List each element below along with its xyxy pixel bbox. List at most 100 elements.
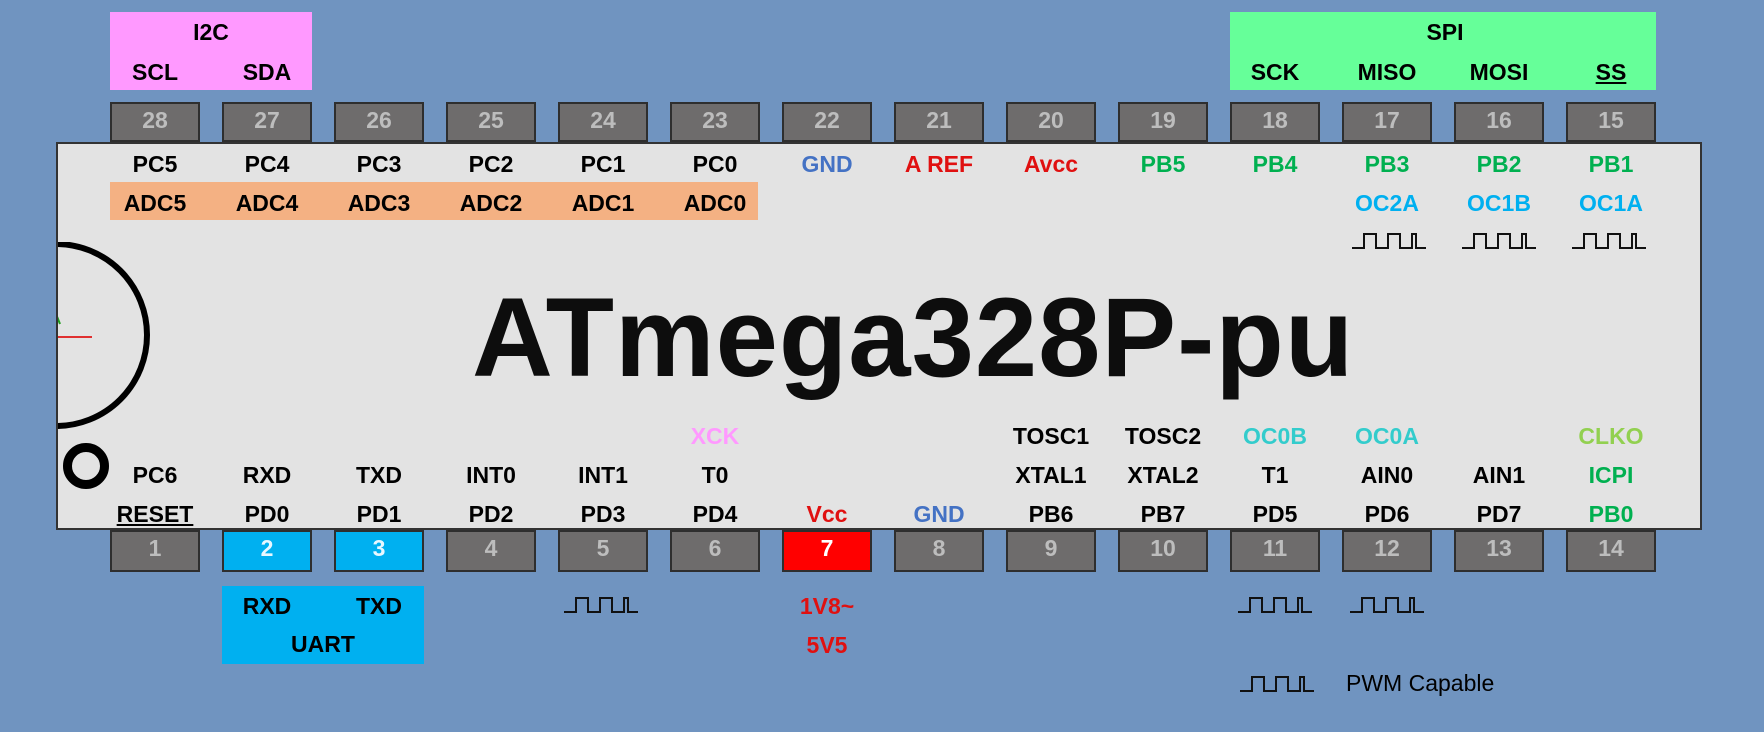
bottom-alt1-label: XTAL2 [1127, 462, 1199, 488]
pwm-icon [1238, 597, 1312, 613]
top-port-label: PC0 [692, 151, 738, 177]
bottom-port-label: PD1 [356, 501, 402, 527]
top-pin-28: 28 [110, 102, 200, 142]
chip-body: ATmega328P-pu [56, 142, 1702, 530]
bottom-alt1-label: AIN0 [1360, 462, 1414, 488]
bottom-alt2-label: CLKO [1578, 423, 1644, 449]
bottom-pin-12: 12 [1342, 530, 1432, 572]
spi-miso-label: MISO [1357, 59, 1417, 85]
top-pin-18: 18 [1230, 102, 1320, 142]
top-port-label: PB2 [1476, 151, 1522, 177]
adc-band [110, 182, 758, 220]
spi-sck-label: SCK [1250, 59, 1300, 85]
bottom-alt1-label: ICPI [1588, 462, 1634, 488]
bottom-pin-5: 5 [558, 530, 648, 572]
bottom-pin-1: 1 [110, 530, 200, 572]
pwm-icon [1572, 233, 1646, 249]
top-pin-15: 15 [1566, 102, 1656, 142]
i2c-sda-label: SDA [242, 59, 292, 85]
oc-label: OC1B [1467, 190, 1531, 216]
bottom-port-label: PD0 [244, 501, 290, 527]
chip-title: ATmega328P-pu [472, 275, 1355, 400]
bottom-alt1-label: INT0 [466, 462, 516, 488]
pwm-icon [1350, 597, 1424, 613]
uart-txd-label: TXD [356, 593, 402, 619]
pwm-icon [1462, 233, 1536, 249]
bottom-pin-13: 13 [1454, 530, 1544, 572]
adc-label: ADC2 [459, 190, 523, 216]
pwm-legend-label: PWM Capable [1346, 670, 1495, 696]
bottom-pin-10: 10 [1118, 530, 1208, 572]
top-port-label: PB1 [1588, 151, 1634, 177]
bottom-pin-3: 3 [334, 530, 424, 572]
spi-ss-label: SS [1595, 59, 1627, 85]
uart-title: UART [291, 631, 355, 657]
bottom-alt1-label: TXD [356, 462, 402, 488]
bottom-port-label: PD2 [468, 501, 514, 527]
top-pin-26: 26 [334, 102, 424, 142]
bottom-port-label: PD6 [1364, 501, 1410, 527]
bottom-pin-14: 14 [1566, 530, 1656, 572]
i2c-title: I2C [193, 19, 229, 45]
vcc-max-voltage: 5V5 [806, 632, 848, 658]
bottom-alt2-label: TOSC1 [1012, 423, 1090, 449]
adc-label: ADC5 [123, 190, 187, 216]
bottom-port-label: PB0 [1588, 501, 1634, 527]
bottom-port-label: GND [913, 501, 965, 527]
bottom-pin-11: 11 [1230, 530, 1320, 572]
uart-rxd-label: RXD [242, 593, 292, 619]
uart-group [222, 586, 424, 664]
top-port-label: PC4 [244, 151, 290, 177]
spi-title: SPI [1426, 19, 1464, 45]
top-port-label: A REF [904, 151, 974, 177]
bottom-alt1-label: XTAL1 [1015, 462, 1087, 488]
top-pin-23: 23 [670, 102, 760, 142]
pwm-legend-icon [1240, 676, 1314, 692]
top-port-label: PB3 [1364, 151, 1410, 177]
adc-label: ADC1 [571, 190, 635, 216]
bottom-alt1-label: PC6 [132, 462, 178, 488]
bottom-port-label: PB7 [1140, 501, 1186, 527]
bottom-pin-8: 8 [894, 530, 984, 572]
bottom-alt2-label: OC0B [1243, 423, 1307, 449]
top-port-label: PC3 [356, 151, 402, 177]
bottom-alt2-label: XCK [690, 423, 740, 449]
top-port-label: PB4 [1252, 151, 1298, 177]
bottom-pin-2: 2 [222, 530, 312, 572]
bottom-port-label: PD4 [692, 501, 738, 527]
bottom-pin-9: 9 [1006, 530, 1096, 572]
pwm-icon [1352, 233, 1426, 249]
oc-label: OC1A [1579, 190, 1643, 216]
i2c-scl-label: SCL [132, 59, 178, 85]
top-pin-21: 21 [894, 102, 984, 142]
bottom-port-label: Vcc [806, 501, 848, 527]
bottom-alt1-label: T0 [701, 462, 729, 488]
bottom-pin-4: 4 [446, 530, 536, 572]
bottom-alt1-label: T1 [1261, 462, 1289, 488]
bottom-port-label: PD7 [1476, 501, 1522, 527]
top-port-label: PC2 [468, 151, 514, 177]
bottom-port-label: PD5 [1252, 501, 1298, 527]
top-pin-27: 27 [222, 102, 312, 142]
adc-label: ADC4 [235, 190, 299, 216]
adc-label: ADC3 [347, 190, 411, 216]
top-port-label: PB5 [1140, 151, 1186, 177]
top-port-label: GND [801, 151, 853, 177]
top-port-label: Avcc [1023, 151, 1079, 177]
top-port-label: PC5 [132, 151, 178, 177]
top-pin-16: 16 [1454, 102, 1544, 142]
pin1-notch [58, 242, 150, 429]
pin1-dot [63, 443, 109, 489]
adc-label: ADC0 [683, 190, 747, 216]
top-pin-25: 25 [446, 102, 536, 142]
top-pin-20: 20 [1006, 102, 1096, 142]
bottom-pin-7: 7 [782, 530, 872, 572]
oc-label: OC2A [1355, 190, 1419, 216]
bottom-alt2-label: TOSC2 [1124, 423, 1202, 449]
pwm-icon [564, 597, 638, 613]
bottom-pin-6: 6 [670, 530, 760, 572]
top-pin-24: 24 [558, 102, 648, 142]
bottom-alt1-label: INT1 [578, 462, 628, 488]
bottom-alt2-label: OC0A [1355, 423, 1419, 449]
bottom-alt1-label: AIN1 [1472, 462, 1526, 488]
